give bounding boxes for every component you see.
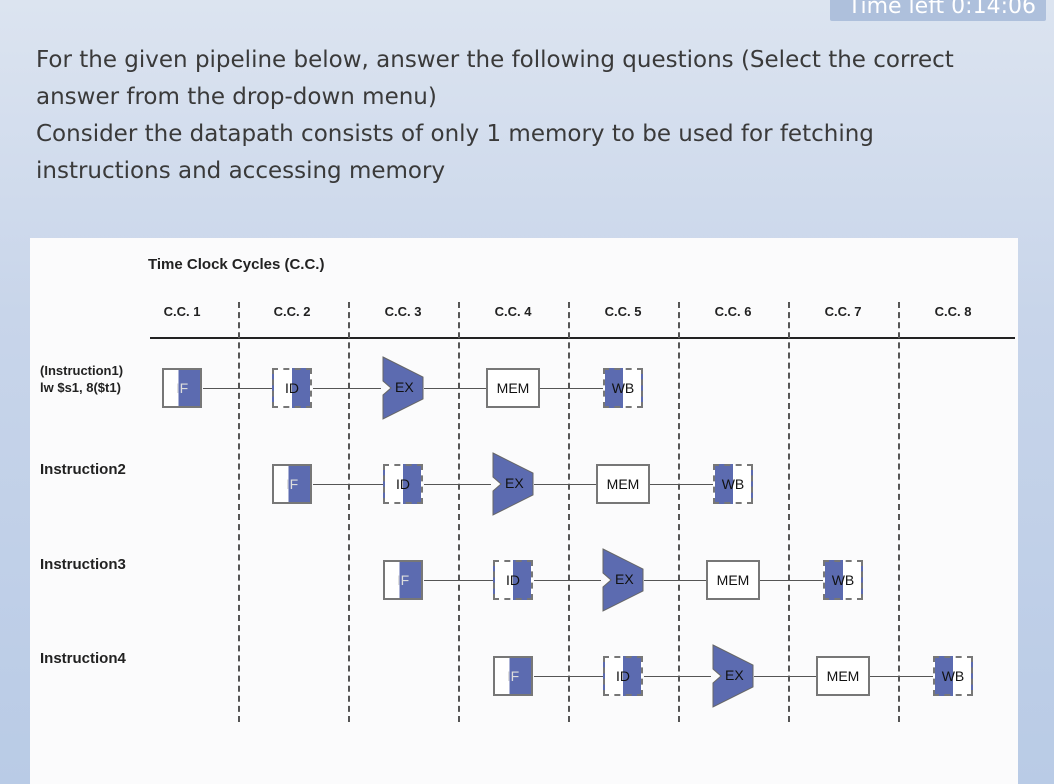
stage-connector: [424, 388, 486, 389]
clock-cycle-label: C.C. 7: [824, 304, 862, 319]
clock-cycle-label: C.C. 1: [163, 304, 201, 319]
stage-wb: WB: [603, 368, 643, 408]
stage-connector: [313, 484, 383, 485]
stage-if: IF: [272, 464, 312, 504]
clock-cycle-label: C.C. 2: [273, 304, 311, 319]
stage-if: IF: [493, 656, 533, 696]
cycle-divider: [678, 302, 680, 722]
stage-connector: [534, 676, 603, 677]
stage-connector: [760, 580, 823, 581]
stage-if: IF: [162, 368, 202, 408]
stage-mem: MEM: [816, 656, 870, 696]
clock-cycle-label: C.C. 6: [714, 304, 752, 319]
stage-id: ID: [272, 368, 312, 408]
timer-display: Time left 0:14:06: [829, 0, 1046, 21]
stage-connector: [644, 580, 706, 581]
row-label-instruction3: Instruction3: [40, 556, 126, 573]
stage-id: ID: [383, 464, 423, 504]
stage-id: ID: [493, 560, 533, 600]
stage-mem: MEM: [596, 464, 650, 504]
stage-connector: [534, 484, 596, 485]
stage-connector: [650, 484, 713, 485]
clock-cycle-label: C.C. 5: [604, 304, 642, 319]
row-label-instruction4: Instruction4: [40, 650, 126, 667]
ex-stage-alu-shape: [712, 644, 754, 708]
question-line-2: answer from the drop-down menu): [36, 84, 437, 110]
stage-label-ex: EX: [725, 667, 744, 683]
row-label-instruction2: Instruction2: [40, 461, 126, 478]
cycle-divider: [788, 302, 790, 722]
question-text: For the given pipeline below, answer the…: [36, 42, 1016, 190]
clock-cycle-label: C.C. 3: [384, 304, 422, 319]
question-line-3: Consider the datapath consists of only 1…: [36, 121, 874, 147]
row-label-instruction1: (Instruction1) lw $s1, 8($t1): [40, 362, 123, 396]
ex-stage-alu-shape: [492, 452, 534, 516]
stage-connector: [644, 676, 711, 677]
cycle-divider: [348, 302, 350, 722]
stage-connector: [534, 580, 601, 581]
stage-label-ex: EX: [505, 475, 524, 491]
stage-connector: [540, 388, 603, 389]
cycle-divider: [568, 302, 570, 722]
stage-connector: [754, 676, 816, 677]
stage-connector: [870, 676, 933, 677]
stage-connector: [313, 388, 381, 389]
stage-mem: MEM: [486, 368, 540, 408]
stage-id: ID: [603, 656, 643, 696]
clock-cycle-label: C.C. 8: [934, 304, 972, 319]
diagram-title: Time Clock Cycles (C.C.): [148, 256, 325, 273]
stage-label-ex: EX: [395, 379, 414, 395]
stage-label-ex: EX: [615, 571, 634, 587]
ex-stage-alu-shape: [382, 356, 424, 420]
stage-connector: [424, 484, 491, 485]
pipeline-diagram: Time Clock Cycles (C.C.) (Instruction1) …: [30, 238, 1018, 784]
stage-wb: WB: [823, 560, 863, 600]
row-label-line2: lw $s1, 8($t1): [40, 380, 121, 395]
stage-connector: [424, 580, 493, 581]
question-line-1: For the given pipeline below, answer the…: [36, 47, 954, 73]
cycle-divider: [898, 302, 900, 722]
stage-wb: WB: [713, 464, 753, 504]
question-line-4: instructions and accessing memory: [36, 158, 446, 184]
stage-if: IF: [383, 560, 423, 600]
cycle-divider: [458, 302, 460, 722]
ex-stage-alu-shape: [602, 548, 644, 612]
stage-mem: MEM: [706, 560, 760, 600]
clock-cycle-label: C.C. 4: [494, 304, 532, 319]
header-rule: [150, 337, 1015, 339]
stage-connector: [203, 388, 272, 389]
row-label-line1: (Instruction1): [40, 363, 124, 378]
stage-wb: WB: [933, 656, 973, 696]
cycle-divider: [238, 302, 240, 722]
